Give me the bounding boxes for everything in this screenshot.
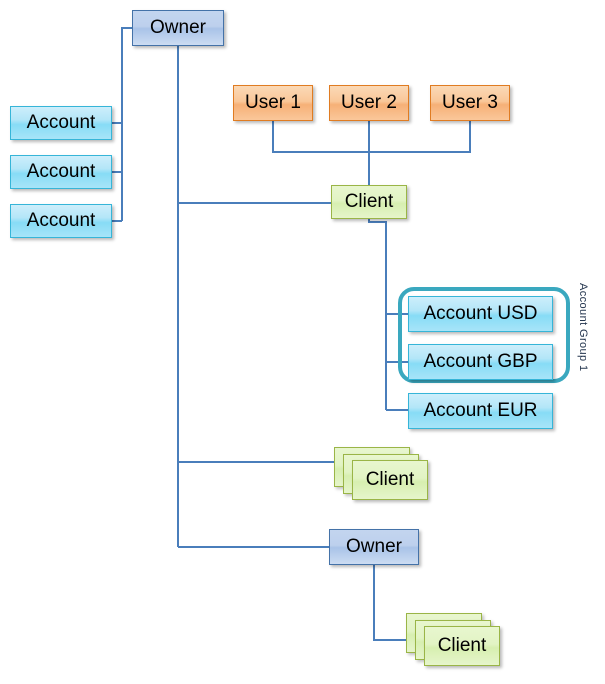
node-user-1[interactable]: User 1 xyxy=(233,85,313,121)
node-user-2[interactable]: User 2 xyxy=(329,85,409,121)
node-account-eur[interactable]: Account EUR xyxy=(408,393,553,429)
node-account-2[interactable]: Account xyxy=(10,155,112,189)
node-account-1[interactable]: Account xyxy=(10,106,112,140)
edge-client-to-accounts-bus xyxy=(368,219,387,410)
node-user-3[interactable]: User 3 xyxy=(430,85,510,121)
node-client-stack-bottom-label: Client xyxy=(437,635,487,656)
node-client-stack-mid-label: Client xyxy=(365,469,415,490)
node-account-gbp-label: Account GBP xyxy=(423,351,538,372)
node-owner-bottom[interactable]: Owner xyxy=(329,529,419,565)
node-user-2-label: User 2 xyxy=(341,92,397,113)
node-owner-bottom-label: Owner xyxy=(346,536,402,557)
account-group-1-frame xyxy=(398,287,570,383)
node-account-2-label: Account xyxy=(26,161,96,182)
node-owner-top-label: Owner xyxy=(150,17,206,38)
node-account-3-label: Account xyxy=(26,210,96,231)
node-client-stack-bottom[interactable]: Client xyxy=(424,626,500,666)
node-client-stack-mid[interactable]: Client xyxy=(352,460,428,500)
node-account-1-label: Account xyxy=(26,112,96,133)
node-account-usd-label: Account USD xyxy=(423,303,538,324)
node-account-eur-label: Account EUR xyxy=(423,400,538,421)
node-client-main[interactable]: Client xyxy=(331,185,407,219)
account-group-1-label: Account Group 1 xyxy=(577,283,589,372)
node-client-main-label: Client xyxy=(344,191,394,212)
edge-users-bus xyxy=(272,121,471,153)
node-user-1-label: User 1 xyxy=(245,92,301,113)
edge-owner-to-accounts-bus xyxy=(121,27,132,221)
node-account-usd[interactable]: Account USD xyxy=(408,296,553,332)
node-owner-top[interactable]: Owner xyxy=(132,10,224,46)
node-user-3-label: User 3 xyxy=(442,92,498,113)
node-account-3[interactable]: Account xyxy=(10,204,112,238)
node-account-gbp[interactable]: Account GBP xyxy=(408,344,553,380)
